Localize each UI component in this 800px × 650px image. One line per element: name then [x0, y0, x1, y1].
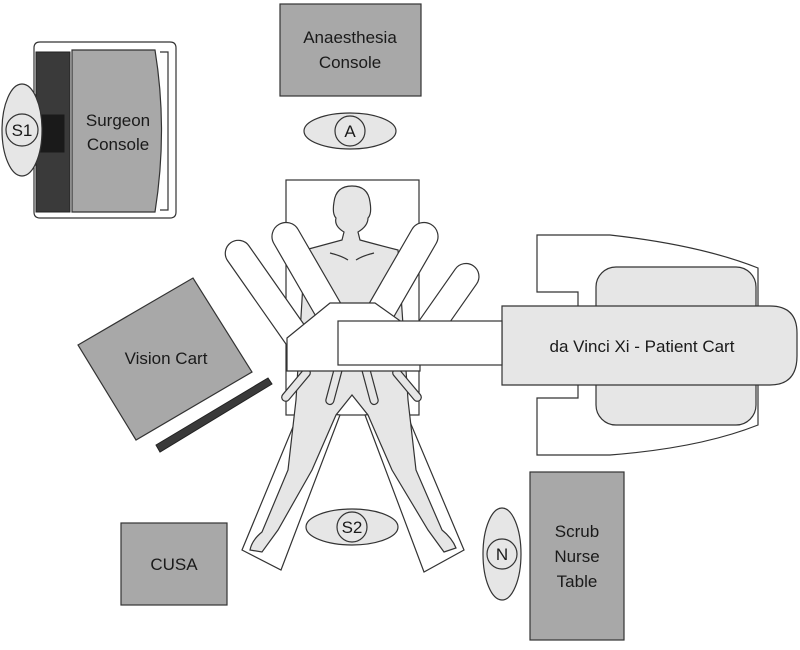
anaesthesia-console-label-line1: Anaesthesia: [303, 28, 397, 47]
anaesthesia-console-label-line2: Console: [319, 53, 381, 72]
staff-scrub-nurse-label: N: [496, 545, 508, 564]
surgeon-console-label-line2: Console: [87, 135, 149, 154]
scrub-nurse-table-label-line2: Nurse: [554, 547, 599, 566]
vision-cart-monitor-bar: [155, 377, 273, 453]
patient-cart-boom: [286, 302, 503, 372]
vision-cart-label: Vision Cart: [125, 349, 208, 368]
surgeon-console-label-line1: Surgeon: [86, 111, 150, 130]
staff-s2: S2: [305, 508, 399, 546]
scrub-nurse-table-label-line1: Scrub: [555, 522, 599, 541]
scrub-nurse-table: Scrub Nurse Table: [529, 471, 625, 641]
anaesthesia-console: Anaesthesia Console: [279, 3, 422, 97]
cusa: CUSA: [120, 522, 228, 606]
staff-anaesthetist: A: [303, 112, 397, 150]
vision-cart: Vision Cart: [77, 277, 273, 453]
patient-cart: da Vinci Xi - Patient Cart: [501, 234, 798, 456]
cusa-label: CUSA: [150, 555, 198, 574]
staff-anaesthetist-label: A: [344, 122, 356, 141]
staff-s2-label: S2: [342, 518, 363, 537]
staff-s1-label: S1: [12, 121, 33, 140]
surgeon-console: Surgeon Console: [33, 41, 177, 219]
scrub-nurse-table-label-line3: Table: [557, 572, 598, 591]
surgeon-console-viewer: [39, 114, 65, 153]
staff-scrub-nurse: N: [482, 507, 522, 601]
staff-s1: S1: [1, 83, 43, 177]
patient-cart-label: da Vinci Xi - Patient Cart: [550, 337, 735, 356]
